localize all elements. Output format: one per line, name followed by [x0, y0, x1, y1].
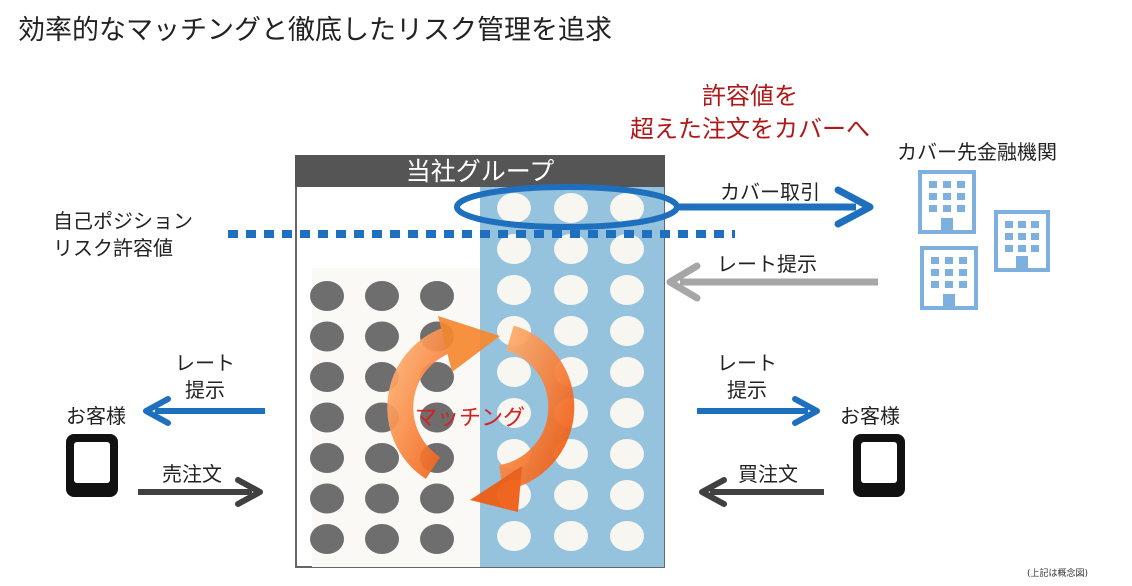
risk-label-line1: 自己ポジション: [53, 209, 193, 233]
right-rate-line1: レート: [717, 351, 777, 375]
position-dot-white: [497, 193, 531, 223]
position-dot-white: [554, 480, 588, 510]
right-rate-arrow: [697, 396, 820, 426]
position-dot-gray: [310, 321, 344, 352]
matching-cycle-icon: [387, 316, 575, 512]
position-dot-white: [554, 275, 588, 305]
position-dot-white: [497, 398, 531, 428]
rate-quote-label: レート提示: [717, 252, 817, 276]
position-dot-gray: [310, 483, 344, 514]
cover-trade-arrow: [677, 186, 874, 228]
position-dot-gray: [365, 443, 399, 473]
right-rate-label: レート 提示: [712, 350, 782, 404]
position-dot-gray: [420, 362, 454, 392]
position-dot-gray: [420, 281, 454, 311]
position-dot-gray: [420, 524, 454, 554]
left-rate-line1: レート: [175, 351, 235, 375]
position-dot-white: [610, 398, 644, 428]
position-dot-white: [610, 275, 644, 305]
group-label: 当社グループ: [405, 157, 555, 186]
position-dot-gray: [310, 281, 344, 311]
building-icon: [920, 246, 978, 310]
risk-label-line2: リスク許容値: [53, 236, 173, 260]
position-dot-white: [554, 234, 588, 264]
right-order-label: 買注文: [738, 462, 798, 486]
position-dot-gray: [310, 524, 344, 554]
cover-trade-label: カバー取引: [720, 180, 820, 204]
position-dot-gray: [365, 524, 399, 554]
position-dot-white: [497, 234, 531, 264]
page-title: 効率的なマッチングと徹底したリスク管理を追求: [18, 15, 612, 46]
right-customer-label: お客様: [840, 404, 900, 428]
position-dot-white: [610, 193, 644, 223]
position-dot-white: [554, 316, 588, 346]
left-rate-arrow: [143, 396, 265, 426]
building-icon: [994, 210, 1050, 272]
left-order-arrow: [138, 477, 263, 507]
risk-label: 自己ポジション リスク許容値: [53, 208, 193, 262]
position-dot-white: [610, 521, 644, 551]
position-dot-gray: [310, 362, 344, 392]
institutions-label: カバー先金融機関: [897, 140, 1057, 164]
building-icon: [918, 170, 976, 234]
matching-label: マッチング: [415, 406, 526, 431]
left-rate-line2: 提示: [185, 378, 225, 402]
cover-note-line2: 超えた注文をカバーへ: [630, 115, 870, 143]
position-dot-white: [610, 480, 644, 510]
left-customer-label: お客様: [66, 404, 126, 428]
left-phone-icon: [66, 434, 118, 497]
gray-dots: [310, 281, 454, 554]
position-dot-white: [610, 316, 644, 346]
cover-note: 許容値を 超えた注文をカバーへ: [600, 80, 900, 146]
position-dot-white: [497, 275, 531, 305]
position-dot-gray: [310, 402, 344, 433]
position-dot-gray: [310, 443, 344, 473]
rate-quote-arrow: [666, 262, 878, 302]
position-dot-gray: [365, 483, 399, 514]
right-phone-icon: [853, 434, 905, 497]
position-dot-gray: [365, 281, 399, 311]
position-dot-gray: [420, 483, 454, 514]
right-order-arrow: [699, 477, 824, 507]
footnote: (上記は概念図): [1027, 569, 1089, 579]
position-dot-white: [497, 357, 531, 387]
position-dot-white: [610, 234, 644, 264]
left-rate-label: レート 提示: [170, 350, 240, 404]
building-icons: [918, 170, 1050, 310]
position-dot-white: [497, 521, 531, 551]
group-header: [295, 155, 665, 187]
cover-note-line1: 許容値を: [702, 82, 798, 110]
position-dot-white: [610, 439, 644, 469]
left-order-label: 売注文: [162, 462, 222, 486]
position-dot-gray: [365, 321, 399, 352]
right-rate-line2: 提示: [727, 378, 767, 402]
position-dot-white: [554, 193, 588, 223]
position-dot-gray: [420, 402, 454, 433]
position-dot-white: [610, 357, 644, 387]
position-dot-white: [554, 521, 588, 551]
